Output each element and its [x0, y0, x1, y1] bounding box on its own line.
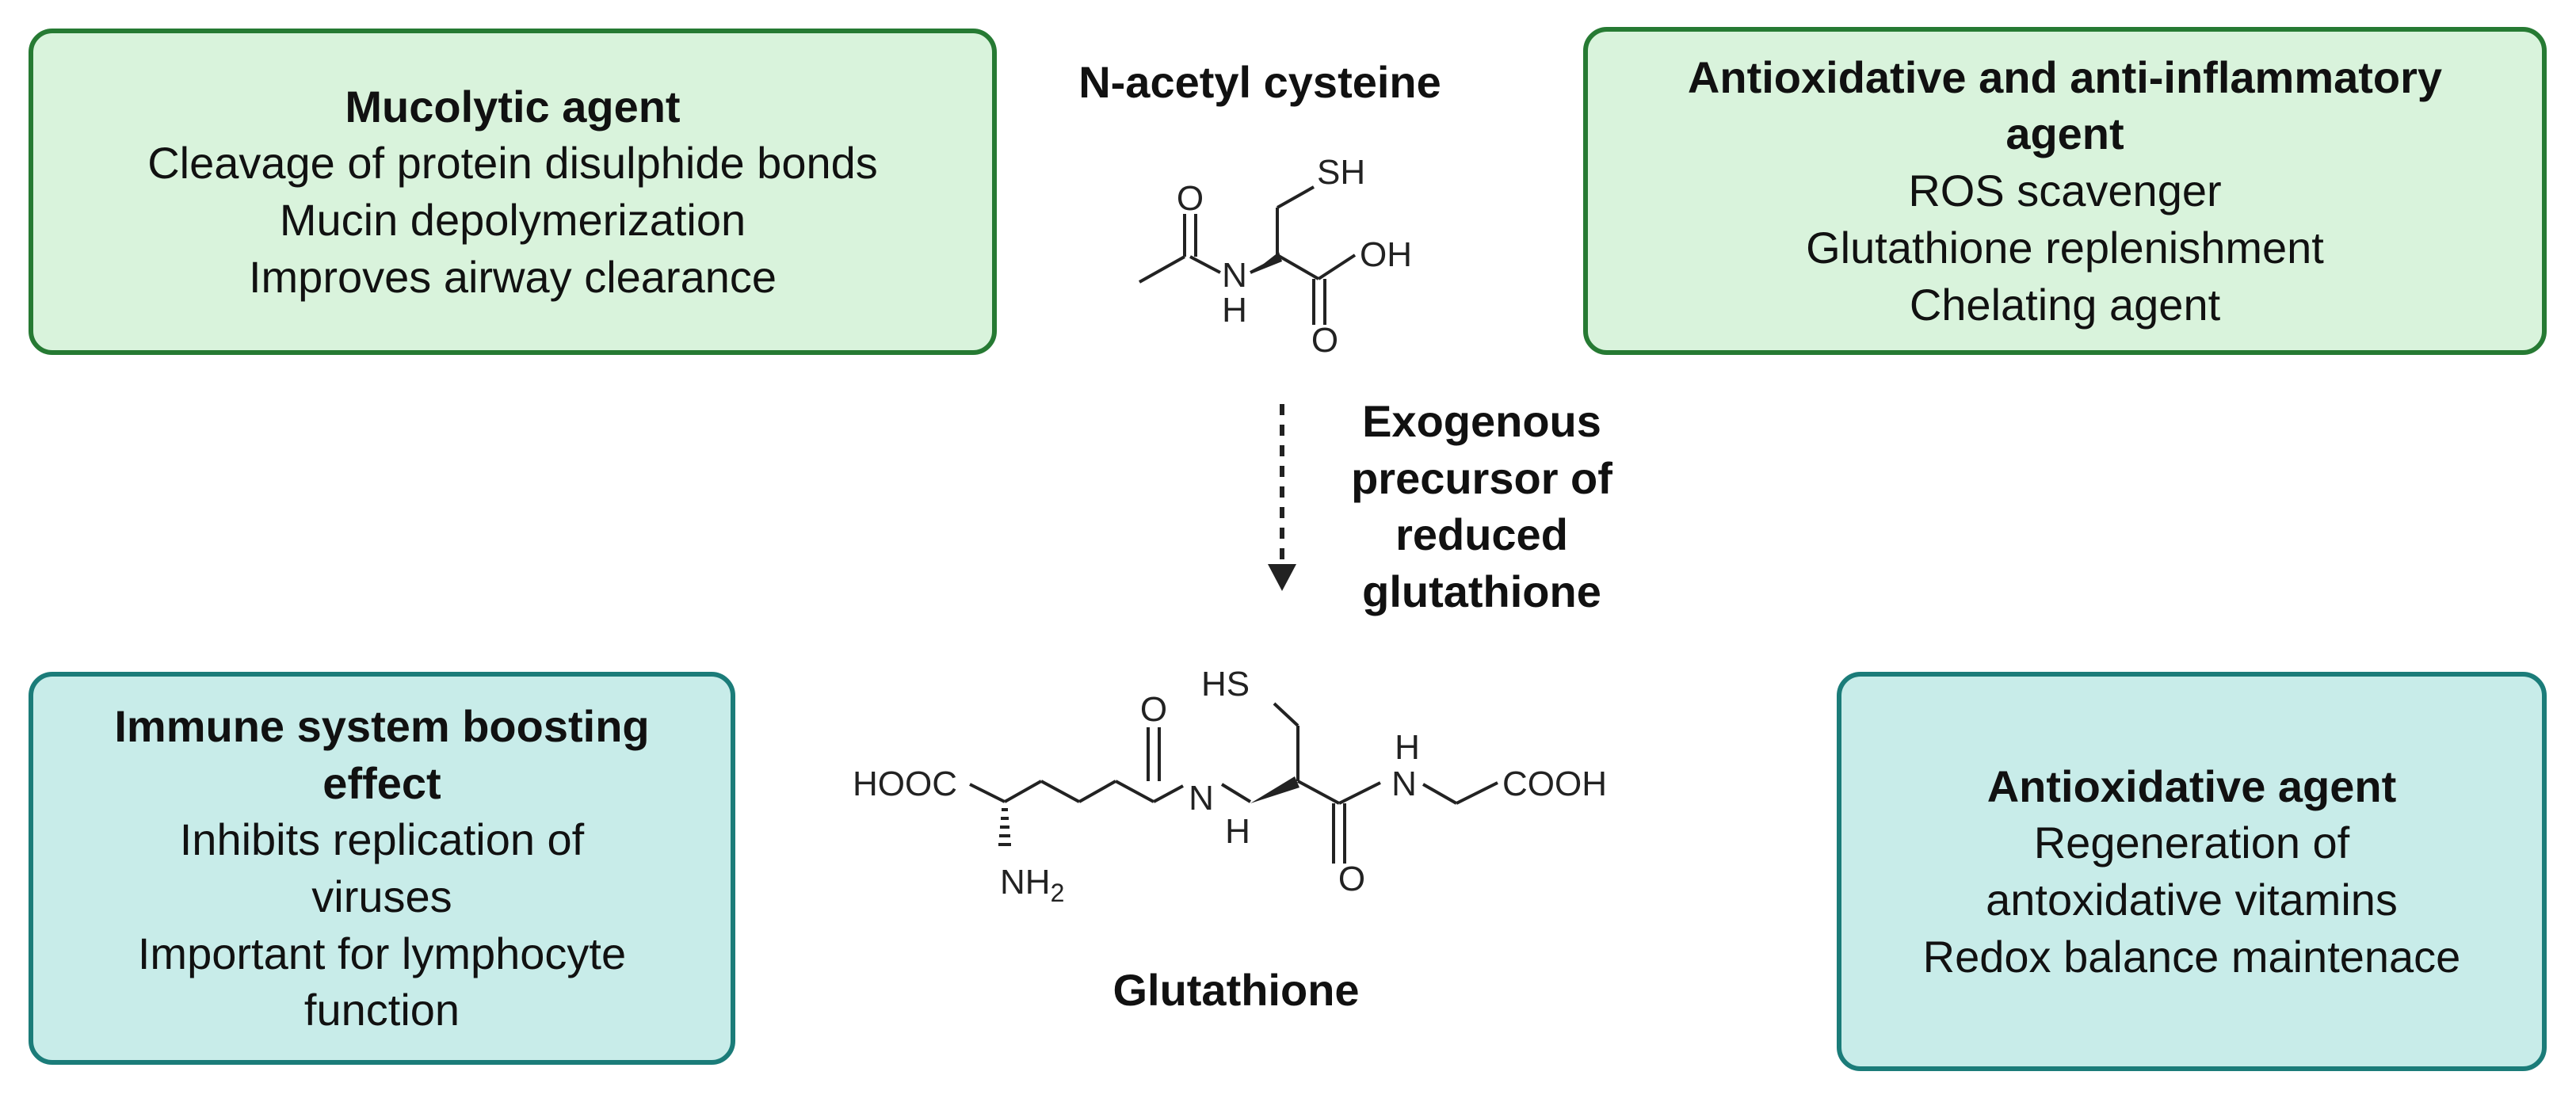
- box-line: function: [303, 985, 460, 1035]
- atom-label: O: [1177, 179, 1204, 218]
- nac-atom-labels: O SH OH N H O: [1177, 153, 1412, 360]
- atom-label: O: [1338, 860, 1365, 898]
- atom-label: O: [1311, 321, 1338, 360]
- box-line: viruses: [311, 871, 452, 921]
- atom-label: OH: [1360, 235, 1412, 274]
- box-title-line: effect: [322, 757, 441, 808]
- box-line: Chelating agent: [1909, 279, 2221, 330]
- atom-label: HS: [1201, 665, 1250, 704]
- atom-label: H: [1395, 728, 1420, 767]
- box-line: Cleavage of protein disulphide bonds: [147, 138, 878, 189]
- glutathione-title: Glutathione: [1112, 965, 1360, 1015]
- box-line: ROS scavenger: [1908, 166, 2222, 216]
- glutathione-atom-labels: HOOC NH2 O N H HS H N O COOH: [853, 665, 1607, 907]
- box-line: Improves airway clearance: [248, 251, 777, 302]
- nac-molecule: [1139, 185, 1357, 325]
- arrow-label: Exogenous precursor of reduced glutathio…: [1315, 393, 1648, 620]
- glutathione-molecule: [969, 702, 1498, 864]
- box-title: Mucolytic agent: [345, 81, 681, 132]
- arrow-label-line: glutathione: [1362, 566, 1601, 617]
- atom-label: N: [1222, 256, 1247, 295]
- immune-system-box: Immune system boosting effect Inhibits r…: [29, 672, 735, 1065]
- box-line: antoxidative vitamins: [1986, 875, 2398, 925]
- box-line: Inhibits replication of: [179, 814, 585, 865]
- atom-label: N: [1391, 765, 1417, 803]
- arrow-label-line: precursor of: [1351, 452, 1612, 503]
- arrow-label-line: reduced: [1395, 509, 1568, 560]
- atom-label: COOH: [1502, 765, 1607, 803]
- box-title-line: Immune system boosting: [114, 700, 650, 751]
- mucolytic-agent-box: Mucolytic agent Cleavage of protein disu…: [29, 29, 997, 355]
- atom-label: SH: [1317, 153, 1365, 192]
- box-line: Redox balance maintenace: [1922, 931, 2461, 982]
- atom-label: H: [1222, 291, 1247, 330]
- box-title-line: agent: [2005, 109, 2124, 159]
- box-title-line: Antioxidative and anti-inflammatory: [1687, 51, 2443, 102]
- atom-label: O: [1140, 690, 1167, 729]
- atom-label: N: [1189, 779, 1214, 818]
- box-title: Antioxidative agent: [1986, 761, 2397, 811]
- atom-label: NH2: [1000, 863, 1064, 907]
- nac-wedge-bond: [1250, 252, 1282, 274]
- box-line: Important for lymphocyte: [137, 928, 627, 978]
- atom-label: HOOC: [853, 765, 957, 803]
- antioxidative-agent-box: Antioxidative agent Regeneration of anto…: [1837, 672, 2547, 1071]
- arrow-label-line: Exogenous: [1362, 396, 1601, 446]
- dashed-arrow: [1268, 404, 1296, 591]
- nac-title: N-acetyl cysteine: [1078, 57, 1441, 107]
- box-line: Mucin depolymerization: [279, 195, 746, 245]
- atom-label: H: [1225, 812, 1250, 851]
- glutathione-hashed-bond: [998, 808, 1011, 846]
- box-line: Regeneration of: [2033, 818, 2350, 868]
- antioxidative-anti-inflammatory-box: Antioxidative and anti-inflammatory agen…: [1583, 27, 2547, 355]
- box-line: Glutathione replenishment: [1806, 222, 2324, 273]
- glutathione-wedge-bond: [1250, 776, 1299, 803]
